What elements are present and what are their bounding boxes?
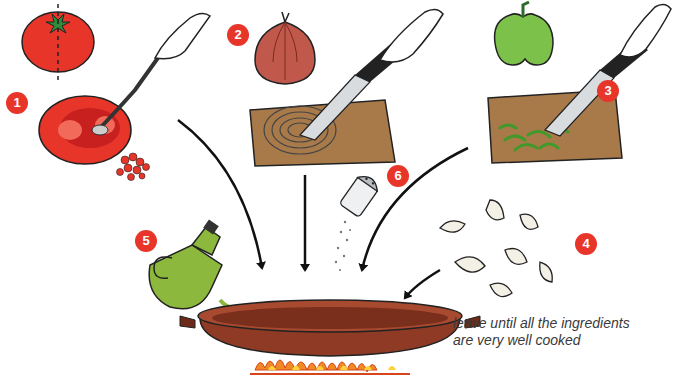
callout-number: 4 bbox=[575, 233, 597, 255]
garlic-cloves bbox=[440, 200, 552, 297]
callout-number: 5 bbox=[135, 230, 157, 252]
tomato-half bbox=[39, 13, 210, 180]
pepper-board bbox=[488, 4, 671, 163]
pan-on-fire bbox=[180, 300, 480, 374]
callout-number: 6 bbox=[387, 165, 409, 187]
green-pepper bbox=[495, 2, 553, 65]
salt-shaker bbox=[339, 172, 381, 218]
cooking-note: leave until all the ingredients are very… bbox=[453, 315, 653, 349]
callout-number: 3 bbox=[597, 80, 619, 102]
onion-board bbox=[250, 9, 443, 166]
callout-number: 1 bbox=[6, 92, 28, 114]
flow-arrows bbox=[178, 120, 468, 298]
onion bbox=[255, 12, 315, 84]
callout-number: 2 bbox=[227, 24, 249, 46]
salt-grains bbox=[335, 221, 351, 271]
tomato bbox=[22, 4, 94, 80]
